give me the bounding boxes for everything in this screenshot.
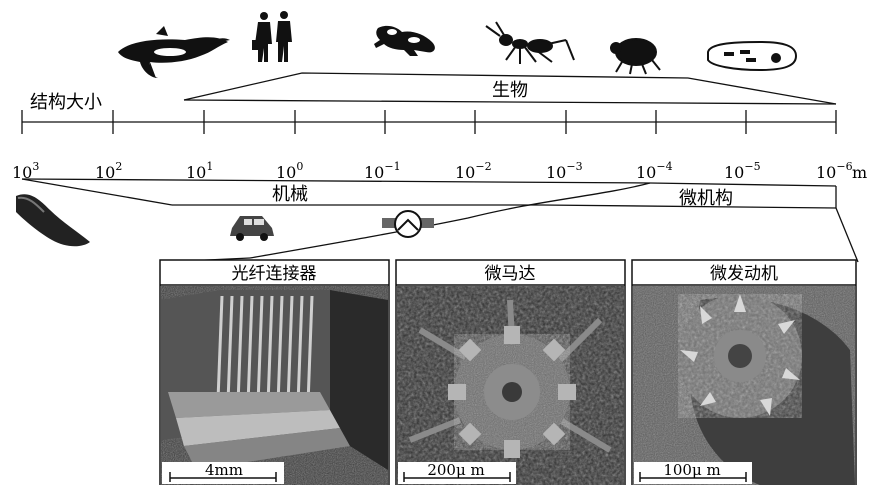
tick-label-1e-5: 10−5 (724, 160, 761, 182)
scale-axis (22, 110, 836, 134)
whale-icon (118, 26, 230, 78)
tick-label-1e1: 101 (186, 160, 213, 182)
panel-fiber-connector: 4mm (160, 260, 389, 485)
tick-label-1e2: 102 (95, 160, 122, 182)
fiber-scale-label: 4mm (205, 461, 243, 479)
panel-micromotor: 200μ m (396, 260, 625, 485)
fiber-connector-photo (161, 286, 388, 485)
frog-icon (374, 26, 435, 56)
tick-label-1e-3: 10−3 (546, 160, 583, 182)
ant-icon (486, 22, 574, 64)
engine-scale-label: 100μ m (663, 461, 720, 479)
people-icon (252, 11, 292, 62)
micro-label: 微机构 (679, 188, 733, 209)
tick-labels: 103 102 101 100 10−1 10−2 10−3 10−4 10−5… (12, 160, 853, 182)
micromotor-photo (397, 286, 624, 485)
tick-label-1e-1: 10−1 (364, 160, 401, 182)
panel-micro-engine: 100μ m (632, 260, 856, 485)
machines-label: 机械 (272, 184, 308, 205)
panel-title-fiber-connector: 光纤连接器 (232, 264, 317, 284)
tick-label-1e-6: 10−6 (816, 160, 853, 182)
panel-title-micro-engine: 微发动机 (710, 264, 778, 284)
mite-icon (611, 39, 660, 74)
tick-label-1e-4: 10−4 (636, 160, 673, 182)
organisms-label: 生物 (492, 80, 528, 101)
motor-scale-label: 200μ m (427, 461, 484, 479)
cell-icon (708, 42, 796, 70)
tick-label-1e-2: 10−2 (455, 160, 492, 182)
scale-label: 结构大小 (30, 92, 102, 113)
unit-label: m (852, 163, 867, 182)
car-icon (230, 216, 274, 241)
ship-icon (16, 194, 90, 246)
panel-title-micromotor: 微马达 (485, 264, 536, 284)
micro-engine-photo (633, 286, 855, 485)
machines-range (22, 179, 650, 258)
tick-label-1e0: 100 (276, 160, 303, 182)
